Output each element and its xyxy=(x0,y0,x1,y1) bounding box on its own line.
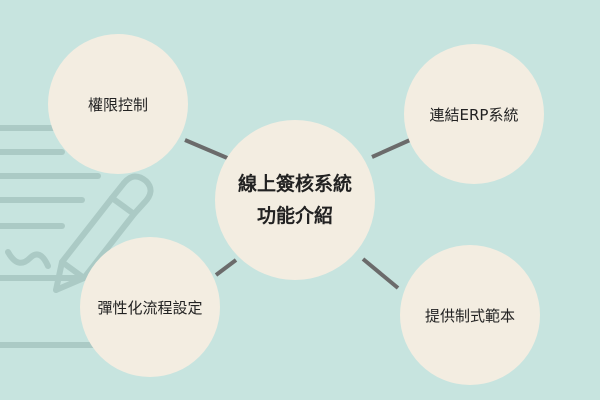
node-flexible-workflow: 彈性化流程設定 xyxy=(80,237,220,377)
node-permission-control: 權限控制 xyxy=(48,34,188,174)
node-label: 連結ERP系統 xyxy=(429,105,519,124)
connector-top-right xyxy=(371,138,411,159)
node-label: 彈性化流程設定 xyxy=(97,298,203,317)
node-erp-connection: 連結ERP系統 xyxy=(404,44,544,184)
connector-bottom-left xyxy=(214,258,238,277)
center-title-line1: 線上簽核系統 xyxy=(237,173,352,195)
center-node: 線上簽核系統 功能介紹 xyxy=(215,120,375,280)
node-label: 權限控制 xyxy=(87,95,148,114)
node-standard-templates: 提供制式範本 xyxy=(400,245,540,385)
connector-bottom-right xyxy=(361,257,400,290)
connector-top-left xyxy=(184,138,233,162)
node-label: 提供制式範本 xyxy=(424,306,515,325)
center-title-line2: 功能介紹 xyxy=(256,205,333,227)
